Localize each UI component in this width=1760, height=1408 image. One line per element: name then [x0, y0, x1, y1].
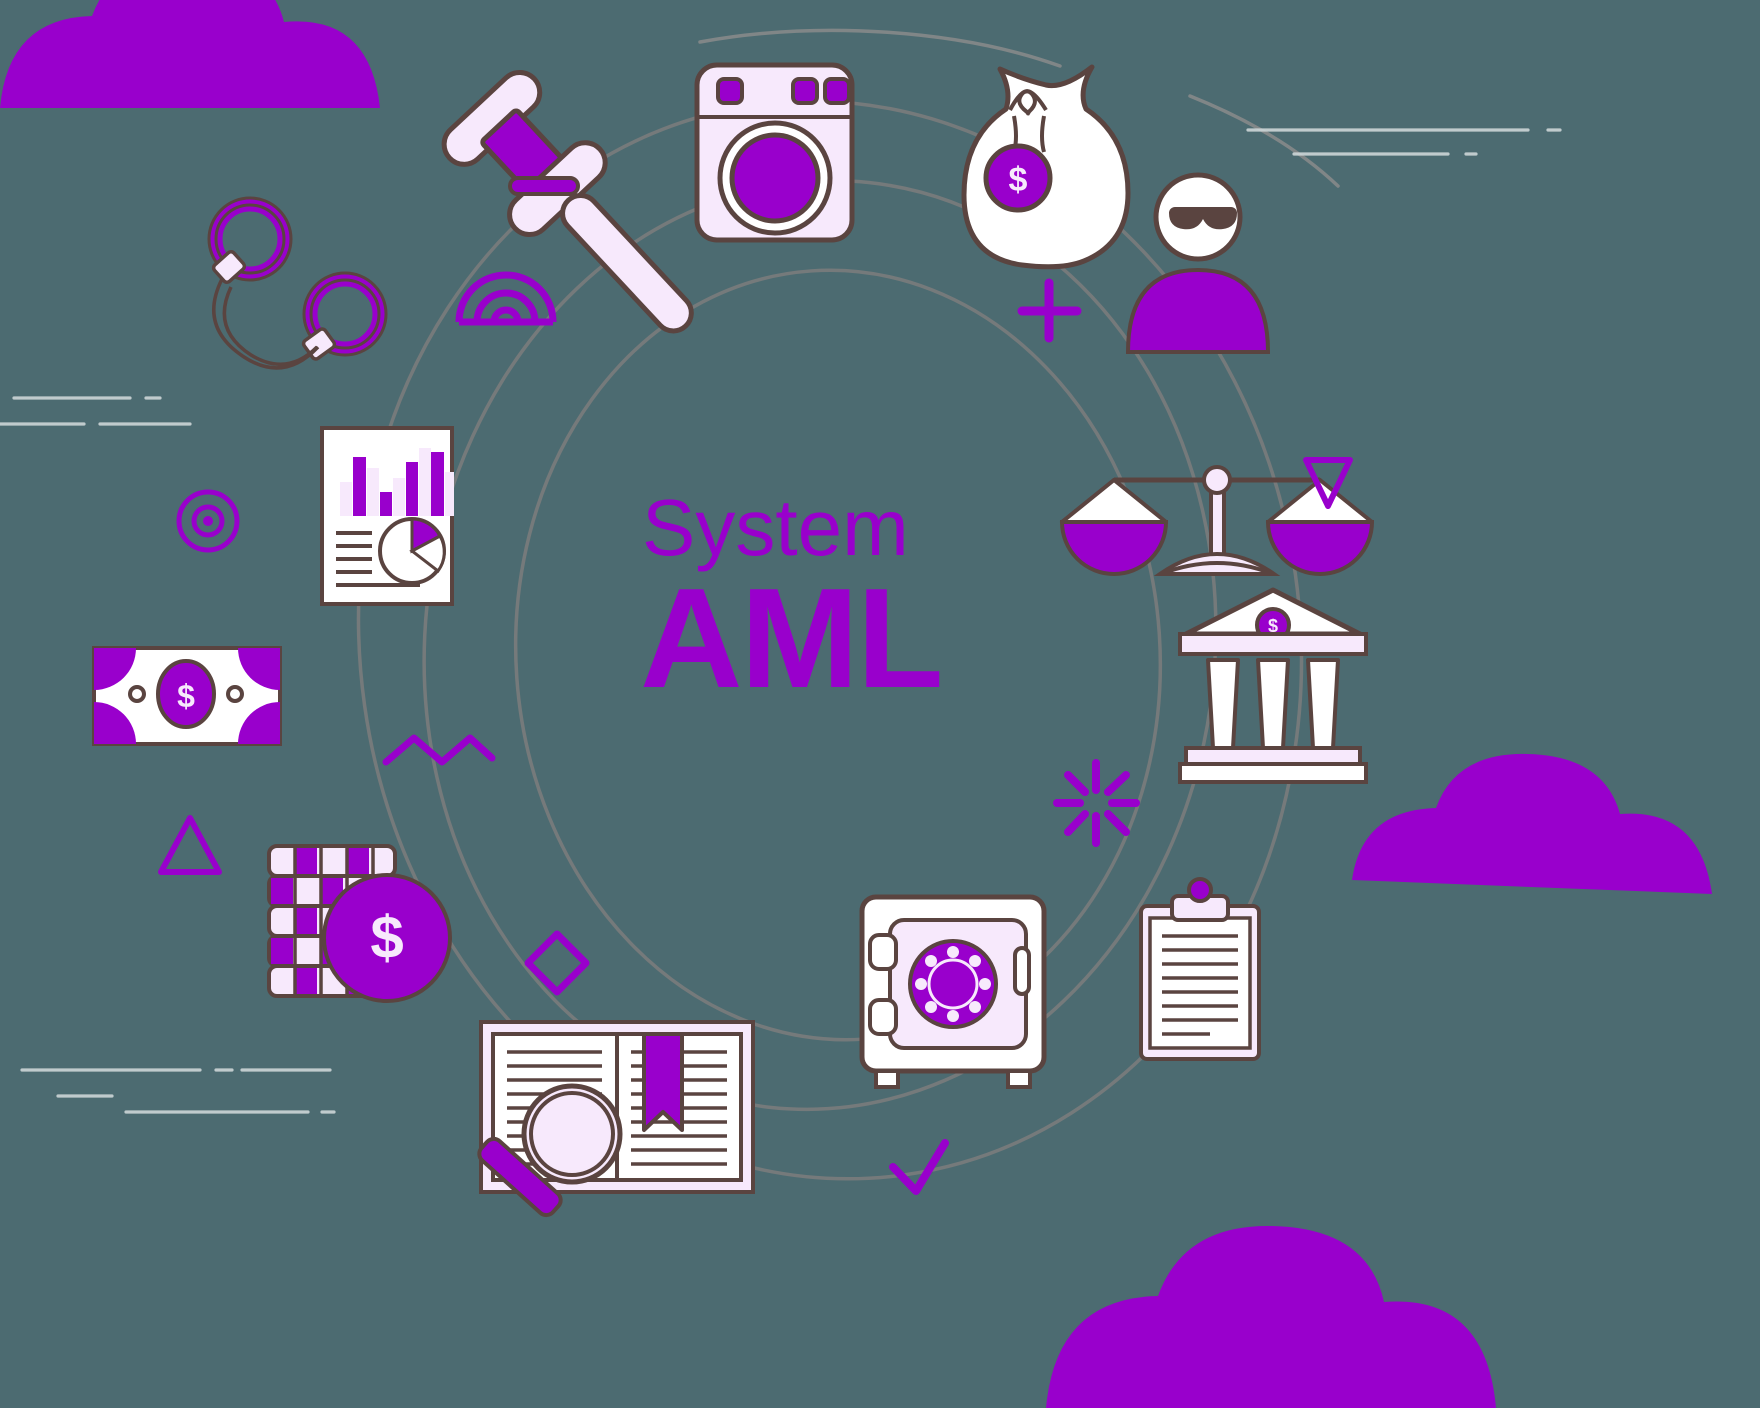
zigzag-icon	[382, 734, 496, 766]
safe-vault-icon	[859, 894, 1047, 1089]
checkmark-icon	[889, 1139, 949, 1195]
svg-text:$: $	[1009, 161, 1028, 199]
pie-chart-mini	[378, 517, 446, 585]
washing-machine-icon	[694, 62, 855, 243]
target-dot-icon	[176, 489, 240, 553]
masked-thief-icon	[1125, 172, 1271, 354]
orbit-arc-dashes	[698, 28, 1340, 188]
bar-chart-mini	[340, 448, 454, 516]
scale-pan-right	[1265, 478, 1375, 576]
cloud-bottom-icon	[1046, 1225, 1496, 1408]
coin-dollar-icon: $	[322, 873, 452, 1003]
report-chart-document-icon	[320, 426, 454, 606]
bank-building-icon: $	[1178, 587, 1368, 784]
banknote-icon: $	[92, 646, 282, 746]
clipboard-icon	[1139, 877, 1261, 1061]
speed-dashes	[0, 128, 1562, 1114]
svg-text:$: $	[1268, 616, 1278, 636]
cloud-top-left-icon	[0, 0, 380, 108]
poker-chips-stack-icon: $	[267, 844, 452, 1003]
svg-text:$: $	[177, 678, 195, 714]
cloud-right-icon	[1352, 753, 1712, 894]
svg-text:$: $	[370, 904, 403, 971]
handcuffs-icon	[207, 196, 388, 370]
money-bag-icon: $	[961, 64, 1131, 270]
starburst-icon	[1053, 759, 1140, 847]
diamond-outline-icon	[524, 930, 590, 996]
open-book-magnifier-icon	[477, 1020, 755, 1218]
plus-icon	[1017, 278, 1082, 343]
triangle-down-outline-icon	[1303, 457, 1353, 509]
rainbow-arcs-icon	[455, 271, 557, 326]
gavel-icon	[441, 69, 694, 334]
triangle-outline-icon	[158, 815, 222, 875]
document-text-lines	[336, 531, 420, 587]
scales-of-justice-icon	[1059, 465, 1375, 576]
scale-pan-left	[1059, 478, 1169, 576]
